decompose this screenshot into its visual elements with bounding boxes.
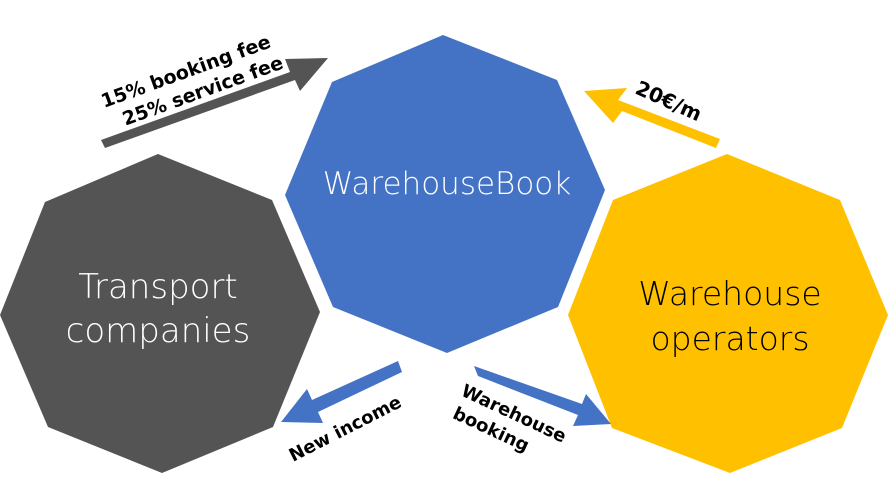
transport-companies-node: Transport companies [0, 154, 320, 473]
warehousebook-label: WarehouseBook [323, 166, 571, 202]
warehouse-octagon [568, 154, 888, 473]
transport-octagon [0, 154, 320, 473]
warehouse-label-line1: Warehouse [638, 274, 821, 313]
warehousebook-octagon [285, 35, 605, 353]
fees-arrow-shape [101, 58, 328, 148]
fees-arrow: 15% booking fee 25% service fee [98, 31, 328, 148]
warehouse-label-line2: operators [650, 319, 809, 358]
warehousebook-node: WarehouseBook [285, 35, 605, 353]
warehouse-operators-node: Warehouse operators [568, 154, 888, 473]
transport-label-line1: Transport [78, 267, 238, 307]
income-arrow: New income [281, 361, 405, 466]
rent-arrow: 20€/m [584, 76, 720, 148]
booking-arrow-shape [474, 366, 611, 426]
income-arrow-shape [281, 361, 402, 423]
rent-arrow-shape [584, 88, 720, 148]
transport-label-line2: companies [66, 311, 251, 351]
booking-arrow: Warehouse booking [450, 366, 611, 457]
